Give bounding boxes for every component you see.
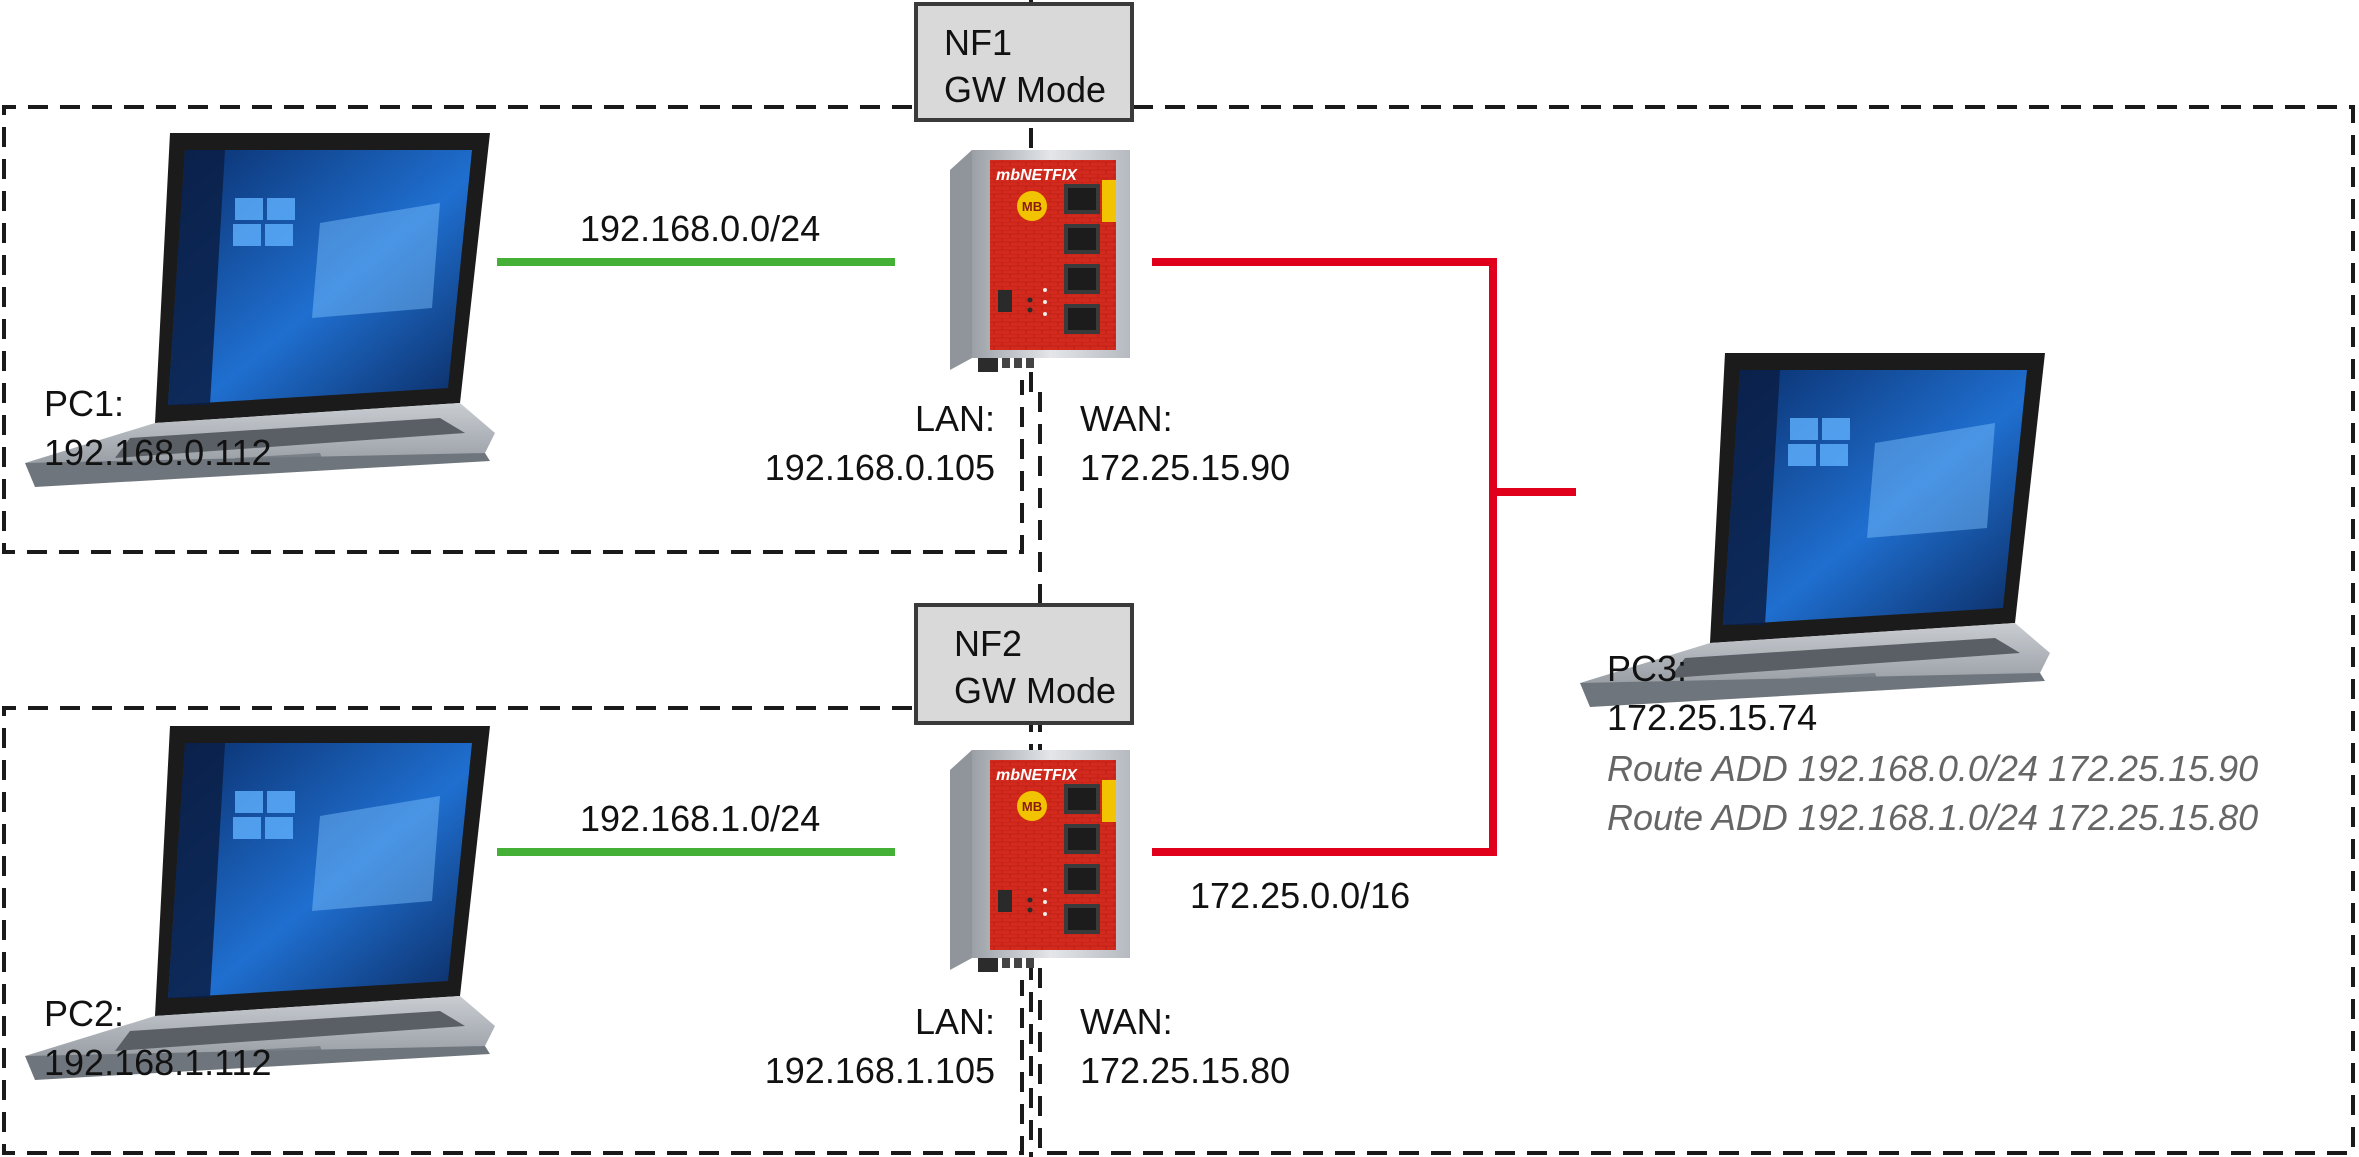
- pc3-name: PC3:: [1607, 648, 1688, 689]
- nf2-wan-title: WAN:: [1080, 1001, 1173, 1042]
- pc2-ip: 192.168.1.112: [44, 1041, 272, 1083]
- pc3-route-1: Route ADD 192.168.0.0/24 172.25.15.90: [1607, 748, 2259, 789]
- nf2-mode-box: NF2 GW Mode: [914, 603, 1134, 725]
- pc1-ip: 192.168.0.112: [44, 431, 272, 473]
- zone-pc1-border: [2, 105, 1024, 554]
- pc2-name: PC2:: [44, 993, 125, 1034]
- nf1-lan-ip: 192.168.0.105: [764, 446, 995, 488]
- pc3-ip: 172.25.15.74: [1607, 696, 1818, 738]
- nf1-wan-ip: 172.25.15.90: [1080, 446, 1291, 488]
- nf1-wan-title: WAN:: [1080, 398, 1173, 439]
- lan1-network-label: 192.168.0.0/24: [580, 208, 821, 249]
- pc1-name: PC1:: [44, 383, 125, 424]
- pc3-routes: Route ADD 192.168.0.0/24 172.25.15.90 Ro…: [1607, 745, 2258, 842]
- nf2-lan-label: LAN: 192.168.1.105: [765, 998, 995, 1095]
- nf2-wan-label: WAN: 172.25.15.80: [1080, 998, 1290, 1095]
- lan2-network-label: 192.168.1.0/24: [580, 798, 821, 839]
- pc3-route-2: Route ADD 192.168.1.0/24 172.25.15.80: [1607, 796, 2259, 838]
- pc1-label: PC1: 192.168.0.112: [44, 380, 272, 477]
- nf1-lan-label: LAN: 192.168.0.105: [765, 395, 995, 492]
- nf1-lan-title: LAN:: [914, 398, 995, 439]
- nf2-mode: GW Mode: [954, 669, 1117, 711]
- pc3-label: PC3: 172.25.15.74: [1607, 645, 1817, 742]
- nf2-wan-ip: 172.25.15.80: [1080, 1049, 1291, 1091]
- nf2-name: NF2: [954, 623, 1023, 664]
- nf2-lan-title: LAN:: [914, 1001, 995, 1042]
- wan-network-label: 172.25.0.0/16: [1190, 875, 1411, 916]
- nf2-router-icon: [950, 750, 1130, 972]
- zone-pc2-border: [2, 706, 1024, 1155]
- nf1-mode: GW Mode: [944, 68, 1107, 110]
- nf1-name: NF1: [944, 22, 1013, 63]
- pc2-label: PC2: 192.168.1.112: [44, 990, 272, 1087]
- nf1-router-icon: [950, 150, 1130, 372]
- wan-link-nf2: [1152, 492, 1497, 856]
- nf1-wan-label: WAN: 172.25.15.90: [1080, 395, 1290, 492]
- nf1-mode-box: NF1 GW Mode: [914, 2, 1134, 122]
- wan-link-nf1: [1152, 258, 1497, 492]
- nf2-lan-ip: 192.168.1.105: [764, 1049, 995, 1091]
- zone-wan-border: [1038, 105, 2355, 1155]
